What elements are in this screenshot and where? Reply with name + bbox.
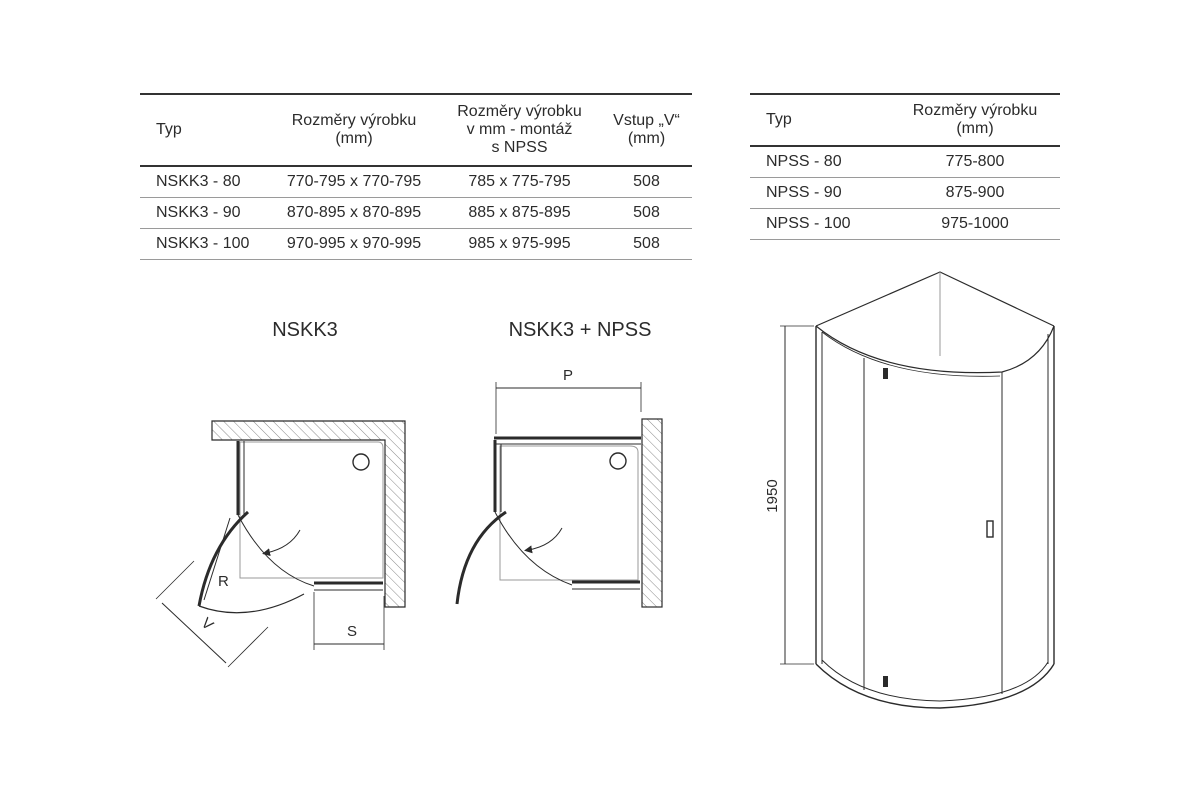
hinge-icon xyxy=(883,676,888,687)
wall-hatch xyxy=(211,420,406,608)
hinge-icon xyxy=(883,368,888,379)
height-label: 1950 xyxy=(764,479,781,512)
spec-table-npss: Typ Rozměry výrobku (mm) NPSS - 80 775-8… xyxy=(750,93,1060,240)
diagram-elevation: 1950 xyxy=(764,271,1055,709)
cell-montaz: 985 x 975-995 xyxy=(438,228,601,260)
label-p: P xyxy=(563,367,573,384)
table-row: NPSS - 80 775-800 xyxy=(750,146,1060,178)
cell-rozmery: 870-895 x 870-895 xyxy=(270,197,438,229)
table-row: NPSS - 90 875-900 xyxy=(750,177,1060,209)
diagram-title-nskk3: NSKK3 xyxy=(272,319,338,341)
wall-hatch xyxy=(641,418,663,608)
dimension-v-line xyxy=(161,602,227,664)
swing-arrow-icon xyxy=(524,527,563,554)
shower-tray-outline xyxy=(239,441,384,579)
table-row: NSKK3 - 100 970-995 x 970-995 985 x 975-… xyxy=(140,228,692,260)
drain-icon xyxy=(352,453,370,471)
door-closed-arc xyxy=(494,511,573,586)
diagram-nskk3-npss: NSKK3 + NPSS P xyxy=(455,319,663,608)
table-row: NSKK3 - 90 870-895 x 870-895 885 x 875-8… xyxy=(140,197,692,229)
door-open-right xyxy=(198,593,305,614)
table-header-row: Typ Rozměry výrobku (mm) Rozměry výrobku… xyxy=(140,94,692,166)
diagram-nskk3: NSKK3 R V S xyxy=(155,319,406,668)
cell-typ: NSKK3 - 100 xyxy=(140,228,270,260)
diagram-title-nskk3-npss: NSKK3 + NPSS xyxy=(509,319,652,341)
cell-rozmery: 775-800 xyxy=(890,146,1060,178)
cell-rozmery: 975-1000 xyxy=(890,208,1060,240)
cell-montaz: 785 x 775-795 xyxy=(438,166,601,198)
top-outline xyxy=(815,271,1055,327)
cell-typ: NSKK3 - 90 xyxy=(140,197,270,229)
column-header-vstup: Vstup „V“ (mm) xyxy=(613,112,680,147)
cell-vstup: 508 xyxy=(601,228,692,260)
table-row: NSKK3 - 80 770-795 x 770-795 785 x 775-7… xyxy=(140,166,692,198)
cell-rozmery: 970-995 x 970-995 xyxy=(270,228,438,260)
column-header-montaz: Rozměry výrobku v mm - montáž s NPSS xyxy=(457,103,582,156)
radius-line xyxy=(203,517,231,601)
door-open xyxy=(455,510,507,605)
door-handle-icon xyxy=(986,520,994,538)
cell-vstup: 508 xyxy=(601,166,692,198)
cell-vstup: 508 xyxy=(601,197,692,229)
table-row: NPSS - 100 975-1000 xyxy=(750,208,1060,240)
swing-arrow-icon xyxy=(262,529,301,557)
cell-typ: NPSS - 90 xyxy=(750,177,890,209)
label-r: R xyxy=(218,573,229,590)
drain-icon xyxy=(609,452,627,470)
cell-typ: NSKK3 - 80 xyxy=(140,166,270,198)
shower-tray-outline xyxy=(499,445,639,581)
label-s: S xyxy=(347,623,357,640)
table-header-row: Typ Rozměry výrobku (mm) xyxy=(750,94,1060,146)
cell-montaz: 885 x 875-895 xyxy=(438,197,601,229)
column-header-typ: Typ xyxy=(156,121,182,138)
bottom-outline xyxy=(815,663,1055,709)
column-header-rozmery: Rozměry výrobku (mm) xyxy=(291,112,417,147)
label-v: V xyxy=(198,615,217,634)
column-header-typ: Typ xyxy=(766,111,792,128)
column-header-rozmery: Rozměry výrobku (mm) xyxy=(912,102,1038,137)
cell-rozmery: 770-795 x 770-795 xyxy=(270,166,438,198)
cell-rozmery: 875-900 xyxy=(890,177,1060,209)
door-open-left xyxy=(197,510,250,607)
spec-table-nskk3: Typ Rozměry výrobku (mm) Rozměry výrobku… xyxy=(140,93,692,260)
cell-typ: NPSS - 100 xyxy=(750,208,890,240)
door-closed-arc xyxy=(237,514,315,587)
cell-typ: NPSS - 80 xyxy=(750,146,890,178)
